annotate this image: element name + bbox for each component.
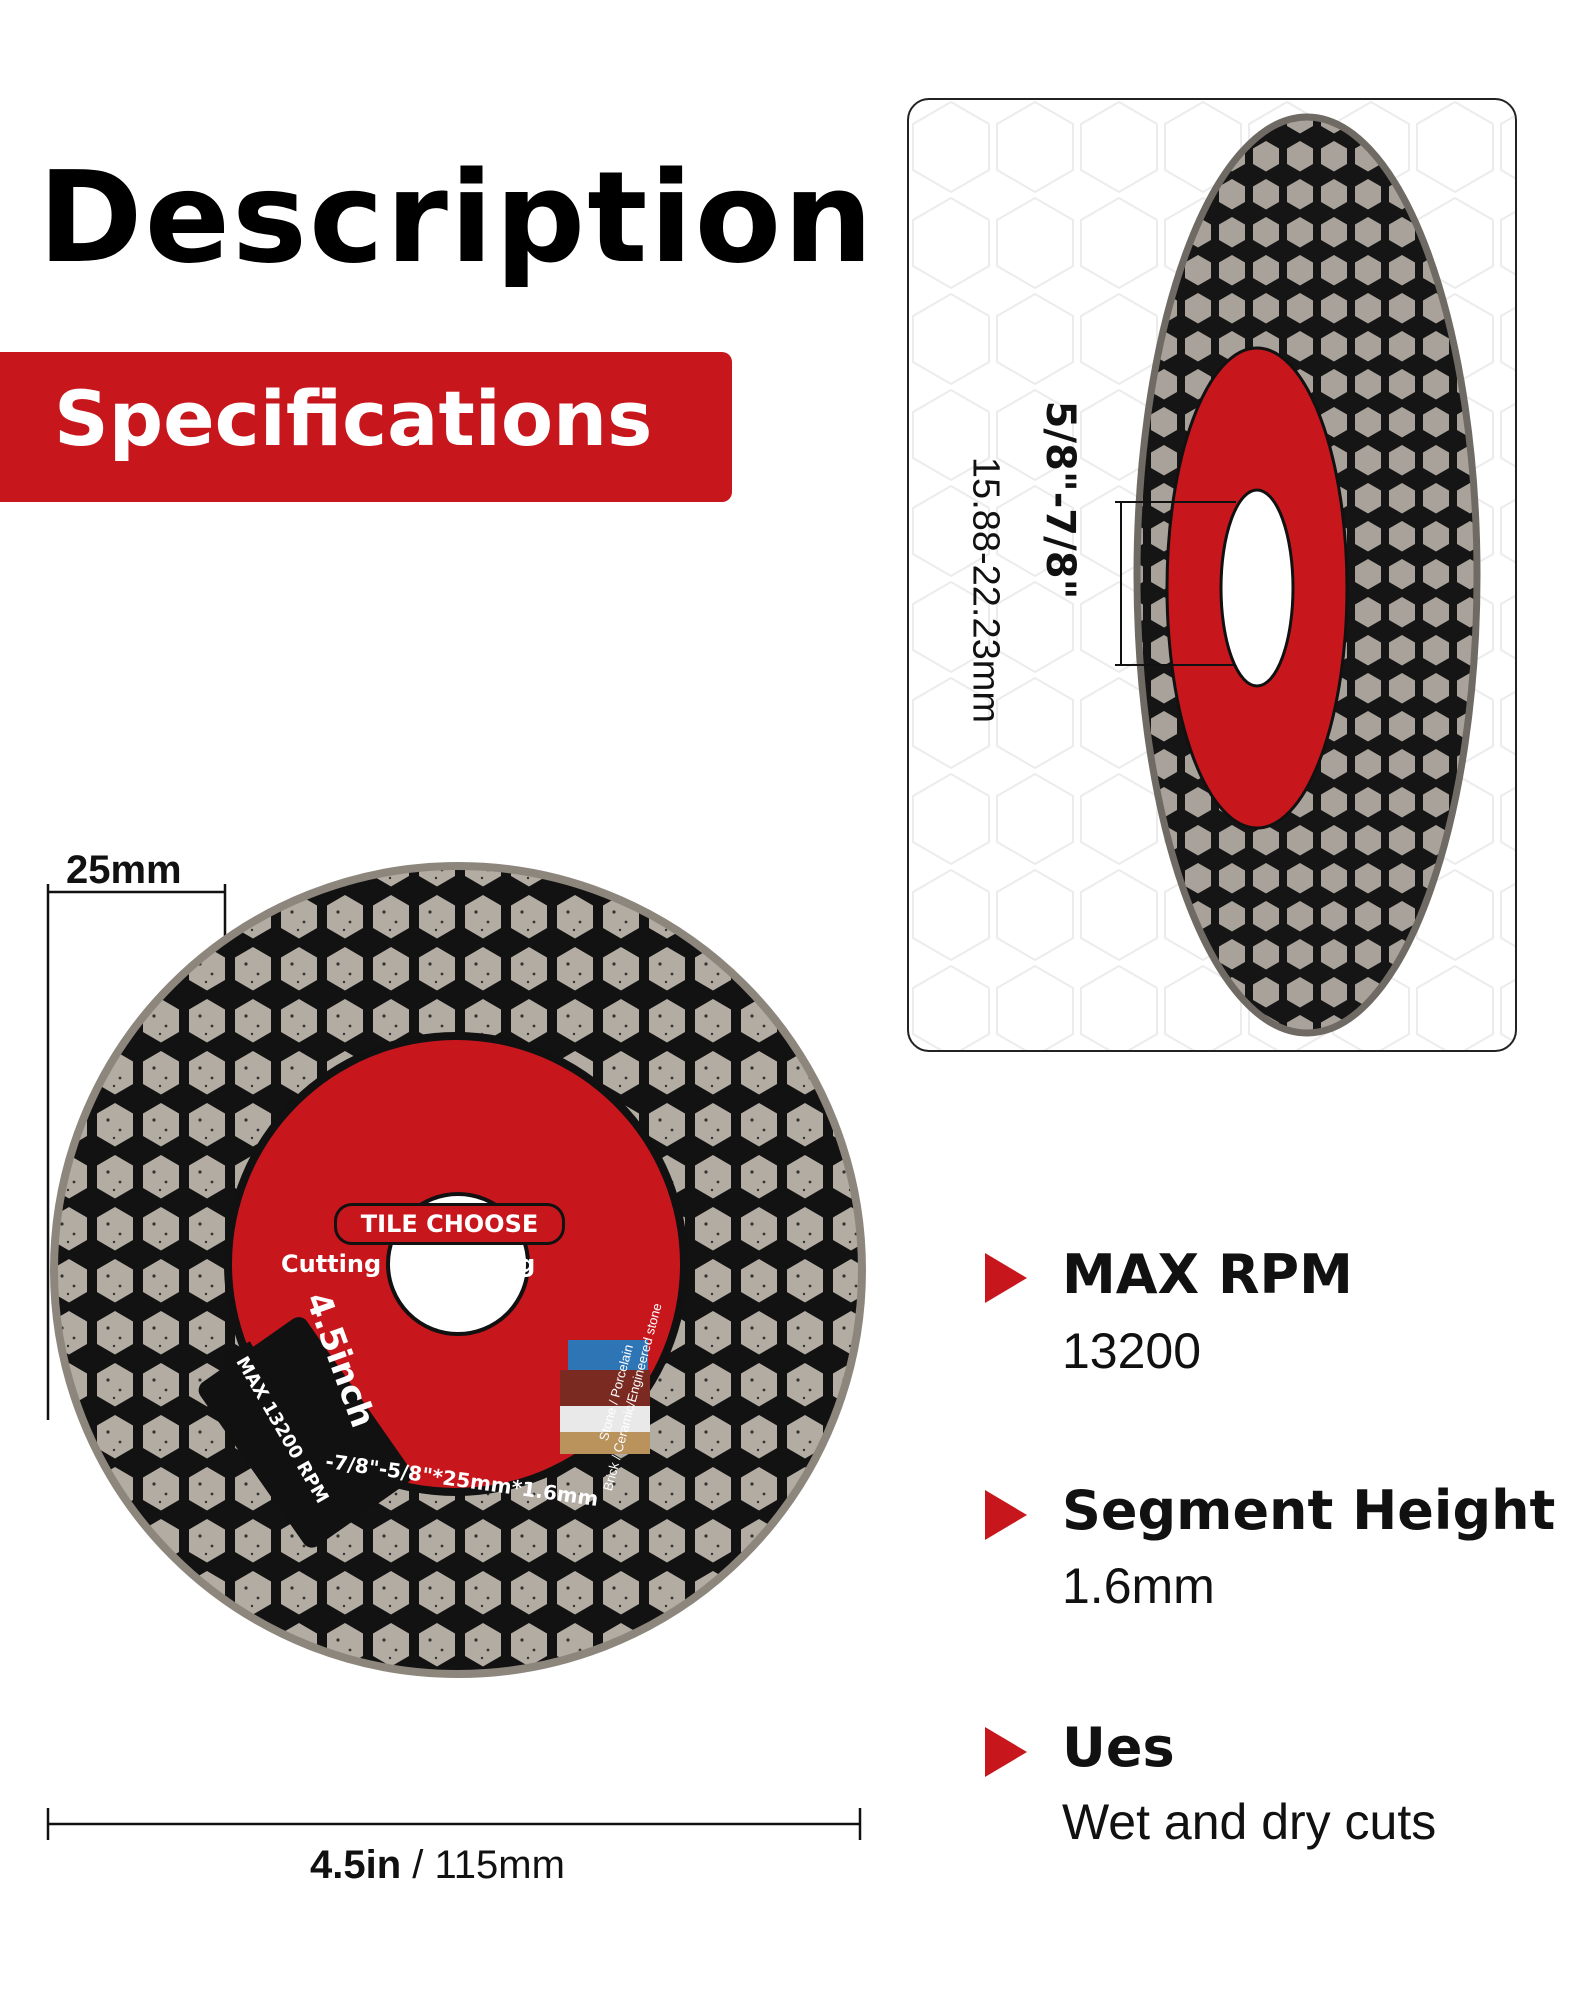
bore-inch-label: 5/8"-7/8": [1037, 400, 1083, 600]
diameter-mm: 115mm: [434, 1843, 565, 1887]
side-view-card: [907, 98, 1517, 1052]
page-title: Description: [38, 144, 875, 291]
blade-brand-badge: TILE CHOOSE: [334, 1203, 565, 1245]
spec-label-segment-height: Segment Height: [1062, 1479, 1556, 1542]
spec-value-max-rpm: 13200: [1062, 1323, 1202, 1379]
bore-dimension-bracket: [1115, 501, 1236, 666]
diameter-bracket: [46, 1808, 862, 1840]
diameter-label: 4.5in / 115mm: [310, 1843, 565, 1888]
specifications-label: Specifications: [54, 374, 653, 463]
side-view-illustration: [909, 100, 1515, 1050]
specifications-banner: [0, 352, 732, 502]
diameter-separator: /: [401, 1843, 435, 1887]
spec-bullet-icon: [985, 1490, 1027, 1540]
front-view-illustration: [46, 862, 866, 1840]
spec-label-uses: Ues: [1062, 1716, 1175, 1779]
blade-purpose: Cutting & Grinding: [281, 1250, 536, 1278]
blade-front-view: [50, 862, 866, 1678]
segment-width-label: 25mm: [66, 848, 182, 892]
bore-mm-label: 15.88-22.23mm: [964, 456, 1007, 724]
spec-bullet-icon: [985, 1727, 1027, 1777]
spec-label-max-rpm: MAX RPM: [1062, 1243, 1353, 1306]
spec-value-segment-height: 1.6mm: [1062, 1558, 1215, 1614]
spec-value-uses: Wet and dry cuts: [1062, 1794, 1437, 1850]
spec-bullet-icon: [985, 1253, 1027, 1303]
blade-side-view: [1133, 113, 1481, 1037]
diameter-in: 4.5in: [310, 1843, 402, 1887]
blade-brand: TILE CHOOSE: [360, 1210, 539, 1238]
